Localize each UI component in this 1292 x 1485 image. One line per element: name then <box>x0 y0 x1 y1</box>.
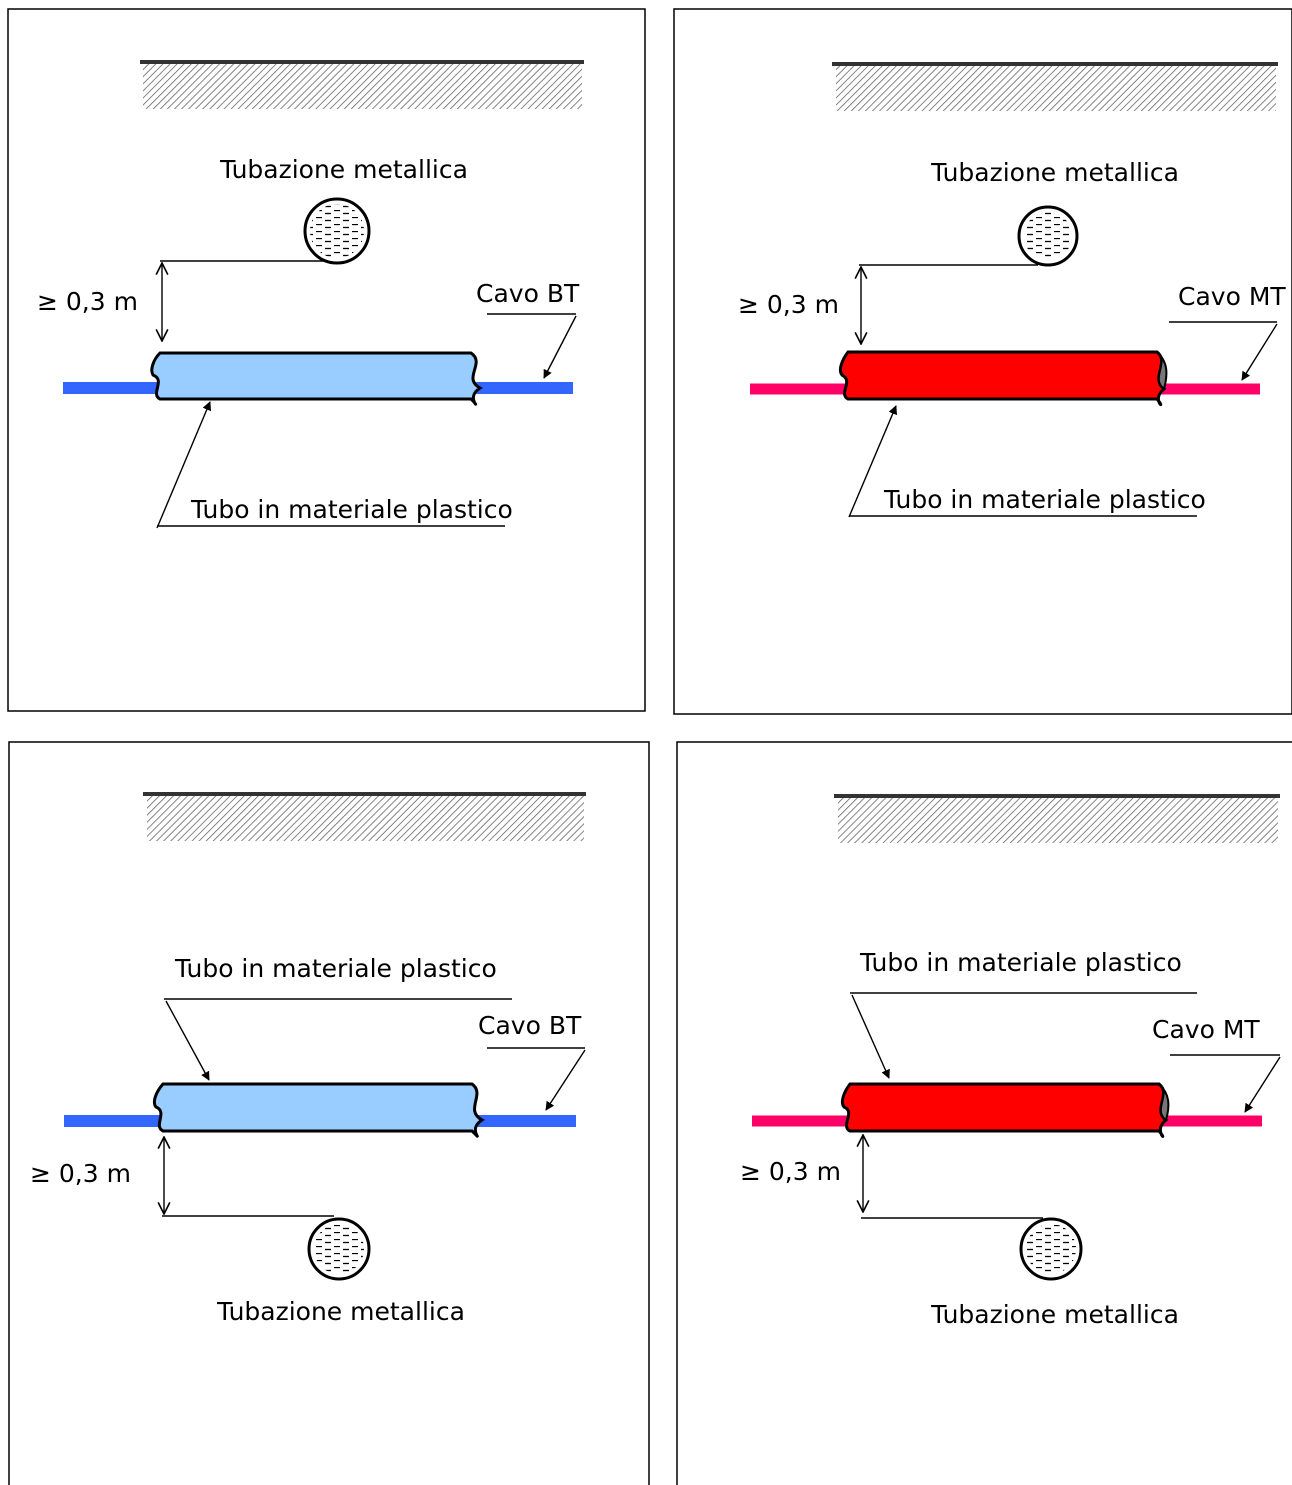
panel-frame <box>7 8 646 712</box>
panel-mt-pipe-above: Tubazione metallica ≥ 0,3 m Cavo MT Tubo… <box>673 8 1292 715</box>
ground-surface <box>834 794 1280 843</box>
distance-label: ≥ 0,3 m <box>30 1159 131 1188</box>
tube-pointer-arrow <box>851 994 890 1079</box>
metal-pipe-label: Tubazione metallica <box>930 158 1179 187</box>
panel-mt-pipe-below: Tubo in materiale plastico Cavo MT ≥ 0,3… <box>676 741 1292 1485</box>
plastic-tube <box>150 351 483 406</box>
tube-end-cap <box>1158 1083 1170 1122</box>
cable-label: Cavo BT <box>476 279 580 308</box>
plastic-tube <box>152 1082 485 1138</box>
distance-label: ≥ 0,3 m <box>37 287 138 316</box>
metal-pipe <box>303 197 371 265</box>
tube-label: Tubo in materiale plastico <box>190 495 513 524</box>
cable-label: Cavo MT <box>1178 282 1286 311</box>
tube-label: Tubo in materiale plastico <box>859 948 1182 977</box>
cable-label: Cavo BT <box>478 1011 582 1040</box>
ground-surface <box>832 62 1278 111</box>
cable-pointer-arrow <box>1241 323 1278 381</box>
tube-end-cap <box>1156 351 1168 391</box>
ground-surface <box>140 60 584 109</box>
plastic-tube <box>838 350 1167 406</box>
metal-pipe <box>1019 1217 1083 1281</box>
ground-surface <box>143 792 586 841</box>
metal-pipe-label: Tubazione metallica <box>216 1297 465 1326</box>
metal-pipe-label: Tubazione metallica <box>930 1300 1179 1329</box>
tube-pointer-arrow <box>156 401 212 529</box>
panel-frame <box>673 8 1292 715</box>
metal-pipe <box>1017 205 1079 267</box>
cable-pointer-arrow <box>545 1049 586 1111</box>
tube-label: Tubo in materiale plastico <box>174 954 497 983</box>
cable-label: Cavo MT <box>1152 1015 1260 1044</box>
tube-label: Tubo in materiale plastico <box>883 485 1206 514</box>
panel-bt-pipe-below: Tubo in materiale plastico Cavo BT ≥ 0,3… <box>8 741 650 1485</box>
tube-pointer-arrow <box>848 405 897 518</box>
panel-frame <box>8 741 650 1485</box>
panel-bt-pipe-above: Tubazione metallica ≥ 0,3 m Cavo BT Tubo… <box>7 8 646 712</box>
cable-pointer-arrow <box>543 315 577 379</box>
metal-pipe <box>307 1217 371 1281</box>
metal-pipe-label: Tubazione metallica <box>219 155 468 184</box>
cable-pointer-arrow <box>1244 1056 1281 1113</box>
plastic-tube <box>840 1082 1169 1138</box>
panel-frame <box>676 741 1292 1485</box>
distance-label: ≥ 0,3 m <box>740 1157 841 1186</box>
tube-pointer-arrow <box>165 1000 210 1081</box>
distance-label: ≥ 0,3 m <box>738 290 839 319</box>
